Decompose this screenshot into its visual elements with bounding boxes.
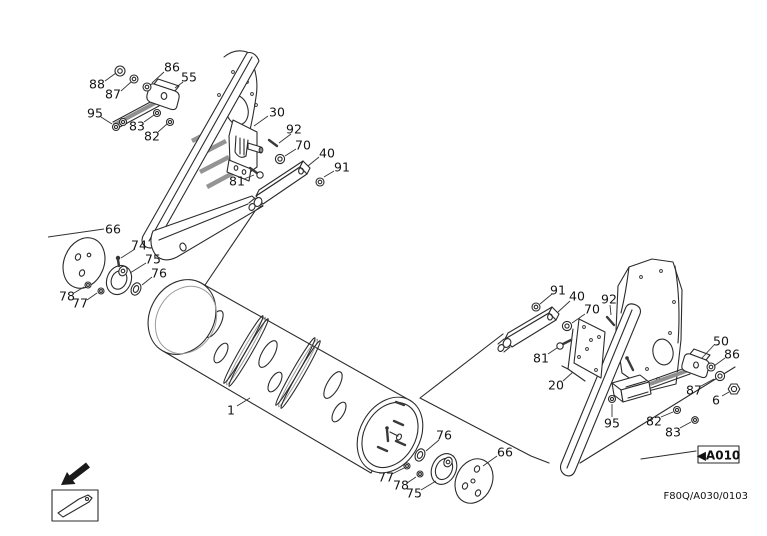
part-callout-74: 74 — [131, 238, 147, 253]
part-callout-75: 75 — [145, 252, 161, 267]
callout-leader — [557, 300, 571, 313]
frame-pointer-lines — [202, 207, 736, 464]
callout-leader — [151, 71, 165, 84]
part-callout-87: 87 — [105, 87, 121, 102]
part-callout-70: 70 — [584, 302, 600, 317]
callout-leader — [571, 313, 586, 324]
part-callout-76: 76 — [436, 428, 452, 443]
callout-leader — [100, 116, 113, 125]
bracket-30-group — [226, 119, 325, 212]
part-callout-87: 87 — [686, 383, 702, 398]
part-callout-76: 76 — [151, 266, 167, 281]
direction-arrow-icon — [61, 462, 90, 485]
callout-leader — [721, 391, 730, 397]
part-callout-78: 78 — [59, 289, 75, 304]
callouts-layer: 8887865595838230927040918166747576787717… — [47, 60, 740, 501]
part-callout-6: 6 — [712, 393, 720, 408]
part-callout-40: 40 — [319, 146, 335, 161]
part-callout-1: 1 — [227, 403, 235, 418]
callout-leader — [547, 347, 558, 355]
part-callout-91: 91 — [334, 160, 350, 175]
callout-leader — [284, 148, 297, 157]
callout-leader — [539, 293, 553, 305]
callout-leader — [406, 476, 417, 484]
callout-leader — [391, 467, 405, 475]
left-frame — [141, 50, 264, 261]
part-callout-92: 92 — [286, 122, 302, 137]
callout-leader — [701, 344, 715, 359]
part-callout-83: 83 — [129, 119, 145, 134]
callout-leader — [86, 292, 98, 301]
reference-box[interactable]: ◀A010 — [697, 445, 741, 464]
upper-left-fastener-group — [111, 65, 180, 132]
callout-leader — [47, 228, 105, 238]
callout-leader — [120, 248, 136, 259]
part-callout-66: 66 — [105, 222, 121, 237]
part-callout-50: 50 — [713, 334, 729, 349]
callout-leader — [129, 262, 147, 274]
reference-code[interactable]: ◀A010 — [697, 449, 741, 463]
callout-leader — [157, 123, 168, 133]
part-callout-77: 77 — [378, 470, 394, 485]
callout-leader — [700, 378, 715, 387]
part-callout-86: 86 — [724, 347, 740, 362]
callout-leader — [236, 397, 251, 407]
callout-leader — [73, 286, 85, 294]
callout-leader — [174, 81, 184, 89]
part-callout-82: 82 — [646, 414, 662, 429]
callout-leader — [120, 81, 132, 92]
part-callout-83: 83 — [665, 425, 681, 440]
callout-leader — [243, 174, 255, 180]
callout-leader — [482, 455, 498, 467]
part-callout-77: 77 — [72, 296, 88, 311]
part-callout-20: 20 — [548, 378, 564, 393]
callout-leader — [420, 480, 437, 491]
roller — [147, 279, 424, 474]
left-hub-parts — [62, 237, 142, 296]
right-frame — [497, 258, 741, 477]
blade-pictogram-icon — [57, 494, 93, 518]
callout-leader — [307, 156, 320, 167]
part-callout-30: 30 — [269, 105, 285, 120]
part-callout-92: 92 — [601, 292, 617, 307]
part-callout-66: 66 — [497, 445, 513, 460]
callout-leader — [713, 357, 726, 367]
callout-leader — [143, 114, 155, 123]
part-callout-95: 95 — [604, 416, 620, 431]
direction-indicator — [51, 462, 99, 522]
part-callout-81: 81 — [229, 174, 245, 189]
callout-leader — [609, 304, 612, 316]
part-callout-81: 81 — [533, 351, 549, 366]
callout-leader — [425, 439, 440, 452]
part-callout-88: 88 — [89, 77, 105, 92]
part-callout-55: 55 — [181, 70, 197, 85]
callout-leader — [323, 170, 335, 178]
part-callout-70: 70 — [295, 138, 311, 153]
callout-leader — [562, 371, 574, 382]
part-callout-91: 91 — [550, 283, 566, 298]
pictogram-box — [51, 489, 99, 522]
callout-leader — [104, 72, 117, 82]
callout-leader — [141, 276, 153, 286]
part-callout-95: 95 — [87, 106, 103, 121]
right-hub-parts — [403, 448, 494, 504]
part-callout-82: 82 — [144, 129, 160, 144]
part-callout-40: 40 — [569, 289, 585, 304]
callout-leader — [660, 411, 674, 418]
callout-leader — [253, 115, 269, 127]
callout-leader — [679, 421, 692, 429]
part-callout-86: 86 — [164, 60, 180, 75]
part-callout-75: 75 — [406, 486, 422, 501]
doc-code: F80Q/A030/0103 — [664, 491, 748, 502]
part-callout-78: 78 — [393, 478, 409, 493]
callout-leader — [278, 133, 292, 144]
